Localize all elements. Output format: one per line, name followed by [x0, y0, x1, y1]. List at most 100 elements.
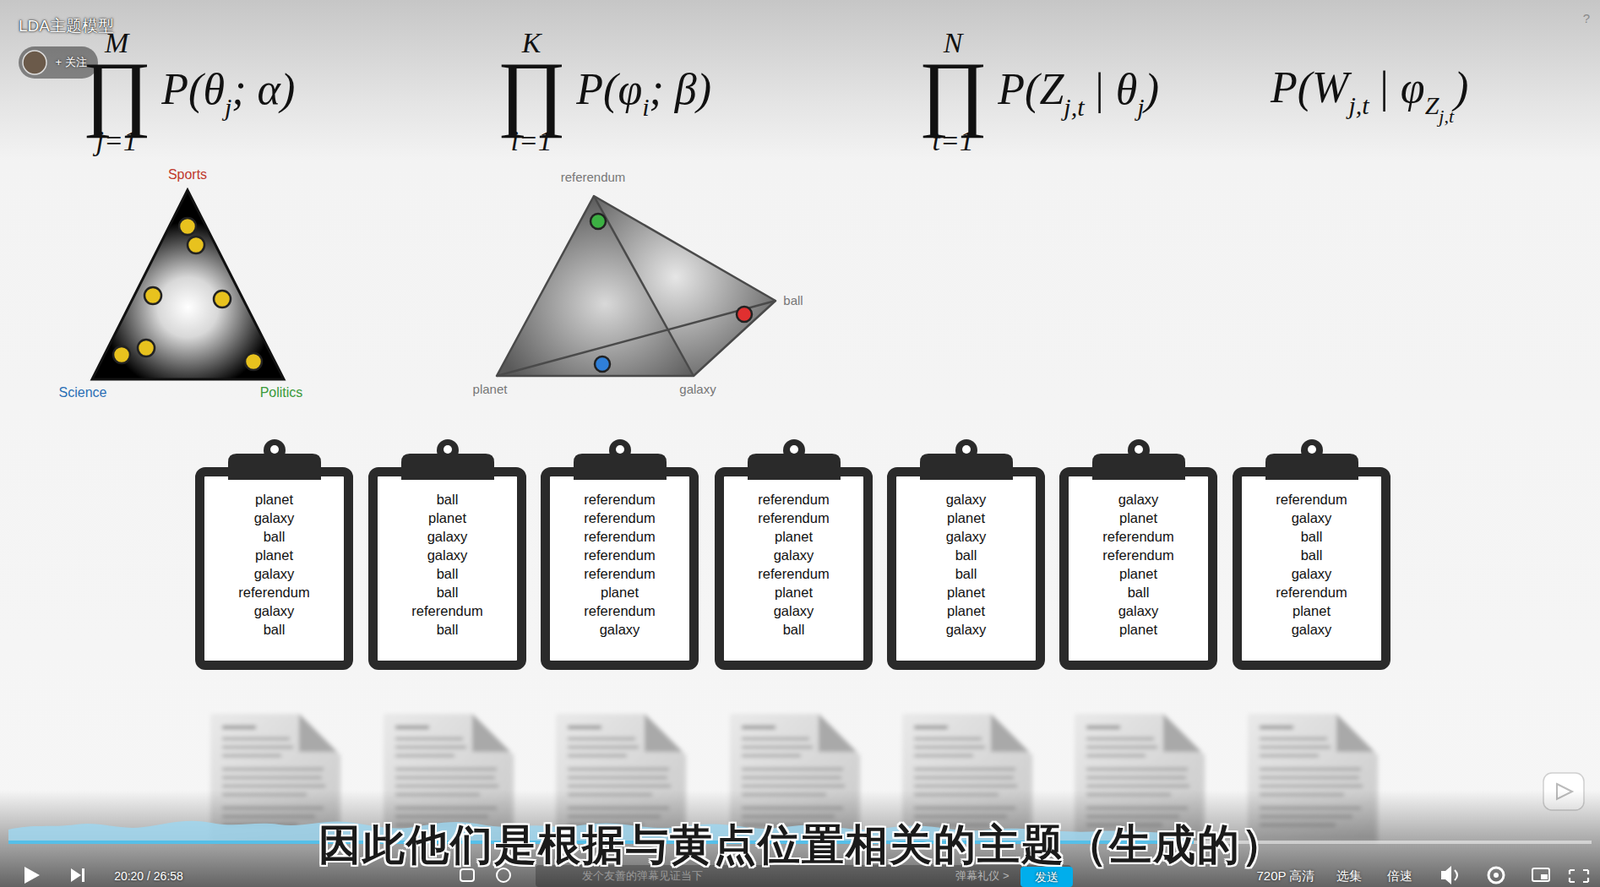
formula-body: P(φi; β) — [576, 62, 712, 123]
document-clipboard: planetgalaxyballplanetgalaxyreferendumga… — [195, 467, 354, 670]
word-token: referendum — [1241, 489, 1382, 509]
word-token: galaxy — [1241, 564, 1382, 583]
word-token: ball — [1068, 582, 1209, 602]
word-token: ball — [1241, 545, 1382, 565]
clipboard-clip — [223, 438, 326, 481]
word-token: ball — [204, 527, 344, 546]
formula-subscript: j,t — [1348, 91, 1369, 120]
send-button: 发送 — [1034, 870, 1059, 884]
formula-subscript: j — [224, 92, 232, 121]
clipboard-clip — [915, 438, 1018, 481]
document-clipboard: referendumgalaxyballballgalaxyreferendum… — [1232, 467, 1391, 670]
formula-text: ; α) — [231, 65, 295, 114]
word-token: referendum — [1068, 545, 1209, 565]
product-symbol: ∏ — [918, 58, 988, 126]
episodes-button: 选集 — [1336, 868, 1362, 883]
help-icon: ? — [1583, 10, 1590, 26]
word-token: referendum — [723, 508, 864, 528]
word-token: galaxy — [1068, 601, 1209, 621]
word-token: galaxy — [1241, 620, 1382, 639]
formula-text: ; β) — [649, 65, 713, 114]
word-token: planet — [204, 489, 344, 509]
formula-text: ) — [1144, 65, 1160, 114]
product-operator: N∏t=1 — [918, 27, 988, 157]
word-token: referendum — [549, 601, 690, 621]
vertex-label: Science — [59, 385, 108, 401]
word-token: galaxy — [204, 601, 344, 621]
formula-subscript: j — [1137, 92, 1144, 121]
word-token: referendum — [723, 489, 864, 509]
word-token: galaxy — [1068, 489, 1209, 509]
word-token: planet — [1068, 620, 1209, 639]
quality-button: 720P 高清 — [1257, 868, 1316, 883]
word-token: referendum — [1068, 527, 1209, 546]
danmaku-etiquette: 弹幕礼仪 > — [955, 870, 1009, 883]
formula-text: P(θ — [161, 65, 225, 114]
document-clipboard: ballplanetgalaxygalaxyballballreferendum… — [368, 467, 527, 670]
product-limit: N — [943, 27, 964, 59]
formula: N∏t=1P(Zj,t| θj) — [918, 27, 1160, 157]
word-token: galaxy — [377, 545, 518, 565]
topic-simplex — [92, 190, 284, 380]
word-token: ball — [377, 582, 518, 602]
word-token: planet — [896, 582, 1036, 602]
product-operator: M∏j=1 — [81, 27, 152, 157]
formula-body: P(θj; α) — [161, 62, 295, 123]
clipboard-clip — [569, 438, 671, 481]
word-token: galaxy — [896, 489, 1036, 509]
document-clipboard: referendumreferendumreferendumreferendum… — [540, 467, 699, 670]
video-title: LDA主题模型 — [18, 15, 115, 38]
word-token: planet — [1068, 508, 1209, 528]
word-token: planet — [204, 545, 344, 565]
vertex-label: Sports — [168, 167, 207, 183]
formula-text: | φ — [1377, 63, 1426, 112]
document-clipboard: galaxyplanetgalaxyballballplanetplanetga… — [887, 467, 1045, 670]
word-simplex — [496, 195, 776, 376]
formula-subscript: j,t — [1063, 92, 1084, 121]
formula-body: P(Zj,t| θj) — [997, 62, 1160, 123]
word-token: referendum — [549, 508, 690, 528]
player-controls — [24, 865, 1589, 887]
product-symbol: ∏ — [81, 58, 152, 126]
vertex-label: Politics — [260, 385, 304, 401]
word-token: referendum — [723, 564, 864, 583]
follow-button: + 关注 — [54, 56, 87, 70]
word-token: ball — [204, 620, 344, 639]
word-token: ball — [377, 564, 518, 583]
formula-text: P(φ — [576, 65, 643, 114]
word-token: planet — [723, 527, 864, 546]
word-token: galaxy — [377, 527, 518, 546]
time-display: 20:20 / 26:58 — [114, 869, 184, 883]
word-token: ball — [723, 620, 864, 639]
word-token: ball — [896, 545, 1036, 565]
word-token: planet — [377, 508, 518, 528]
word-token: galaxy — [549, 620, 690, 639]
word-token: referendum — [549, 564, 690, 583]
document-clipboard: referendumreferendumplanetgalaxyreferend… — [714, 467, 873, 670]
word-token: referendum — [1241, 582, 1382, 602]
product-symbol: ∏ — [496, 58, 566, 126]
product-limit: j=1 — [95, 125, 137, 157]
word-token: ball — [377, 489, 518, 509]
word-token: referendum — [204, 582, 344, 602]
vertex-label: ball — [783, 293, 803, 308]
word-token: galaxy — [896, 527, 1036, 546]
clipboard-clip — [743, 438, 845, 481]
formula-body: P(Wj,t| φZj,t) — [1270, 60, 1469, 124]
vertex-label: referendum — [560, 169, 626, 185]
formula-text: P(Z — [997, 65, 1064, 114]
word-token: galaxy — [204, 564, 344, 583]
player-shade — [0, 789, 1600, 887]
formula-text: P(W — [1270, 63, 1349, 112]
formula-subscript: Z — [1425, 91, 1440, 120]
avatar — [22, 50, 47, 75]
word-token: referendum — [549, 545, 690, 565]
formula-text: ) — [1453, 63, 1469, 112]
speed-button: 倍速 — [1387, 868, 1413, 883]
word-token: galaxy — [896, 620, 1036, 639]
clipboard-clip — [1088, 438, 1190, 481]
formula: P(Wj,t| φZj,t) — [1270, 60, 1469, 124]
product-limit: t=1 — [931, 125, 974, 157]
word-token: galaxy — [723, 545, 864, 565]
